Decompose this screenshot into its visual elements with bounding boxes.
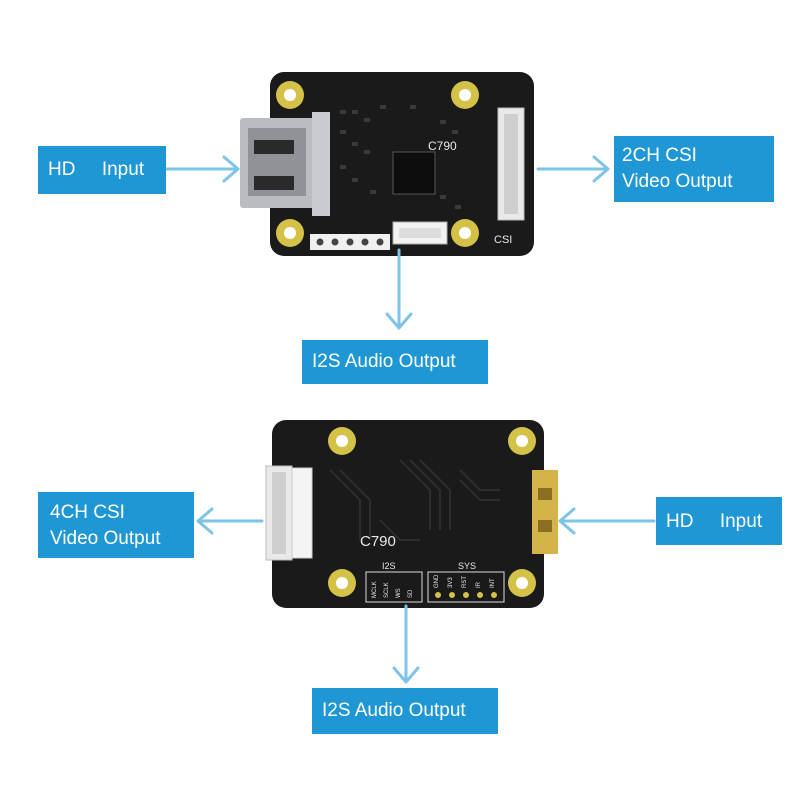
bottom-hdmi-connector bbox=[532, 470, 558, 554]
svg-text:SD: SD bbox=[408, 589, 414, 598]
top-chip-label: C790 bbox=[428, 139, 457, 153]
bottom-sys-title: SYS bbox=[458, 561, 476, 571]
bottom-hd-input-label: HD Input bbox=[656, 497, 782, 545]
bottom-sys-box bbox=[427, 571, 505, 603]
bottom-board-pcb bbox=[272, 420, 544, 608]
bottom-chip-label: C790 bbox=[360, 533, 396, 550]
bottom-i2s-title: I2S bbox=[382, 561, 396, 571]
top-hdmi-connector bbox=[240, 112, 330, 216]
svg-text:INT: INT bbox=[490, 578, 496, 588]
bottom-csi-connector bbox=[265, 465, 313, 561]
bottom-sys-pin-labels: GND 3V3 RST IR INT bbox=[434, 574, 496, 588]
bottom-traces bbox=[329, 459, 500, 541]
bottom-csi-output-label: 4CH CSI Video Output bbox=[38, 492, 194, 558]
top-i2s-header bbox=[392, 221, 448, 245]
svg-text:3V3: 3V3 bbox=[448, 577, 454, 588]
top-csi-label: CSI bbox=[494, 234, 512, 246]
svg-text:IR: IR bbox=[476, 581, 482, 588]
bottom-mounting-holes bbox=[328, 427, 536, 597]
top-components bbox=[340, 105, 461, 209]
top-csi-connector bbox=[497, 107, 525, 221]
top-chip bbox=[392, 151, 436, 195]
svg-text:WS: WS bbox=[396, 588, 402, 598]
top-hd-input-label: HD Input bbox=[38, 146, 166, 194]
bottom-i2s-box bbox=[365, 571, 423, 603]
top-audio-output-label: I2S Audio Output bbox=[302, 340, 488, 384]
bottom-audio-output-label: I2S Audio Output bbox=[312, 688, 498, 734]
top-csi-output-label: 2CH CSI Video Output bbox=[614, 136, 774, 202]
bottom-sys-pads bbox=[435, 592, 497, 598]
svg-text:SCLK: SCLK bbox=[384, 582, 390, 598]
bottom-i2s-pin-labels: MCLK SCLK WS SD bbox=[372, 581, 414, 598]
top-pin-pads bbox=[310, 234, 390, 250]
top-mounting-holes bbox=[276, 81, 479, 247]
svg-text:MCLK: MCLK bbox=[372, 581, 378, 598]
svg-text:GND: GND bbox=[434, 574, 440, 588]
svg-text:RST: RST bbox=[462, 576, 468, 588]
